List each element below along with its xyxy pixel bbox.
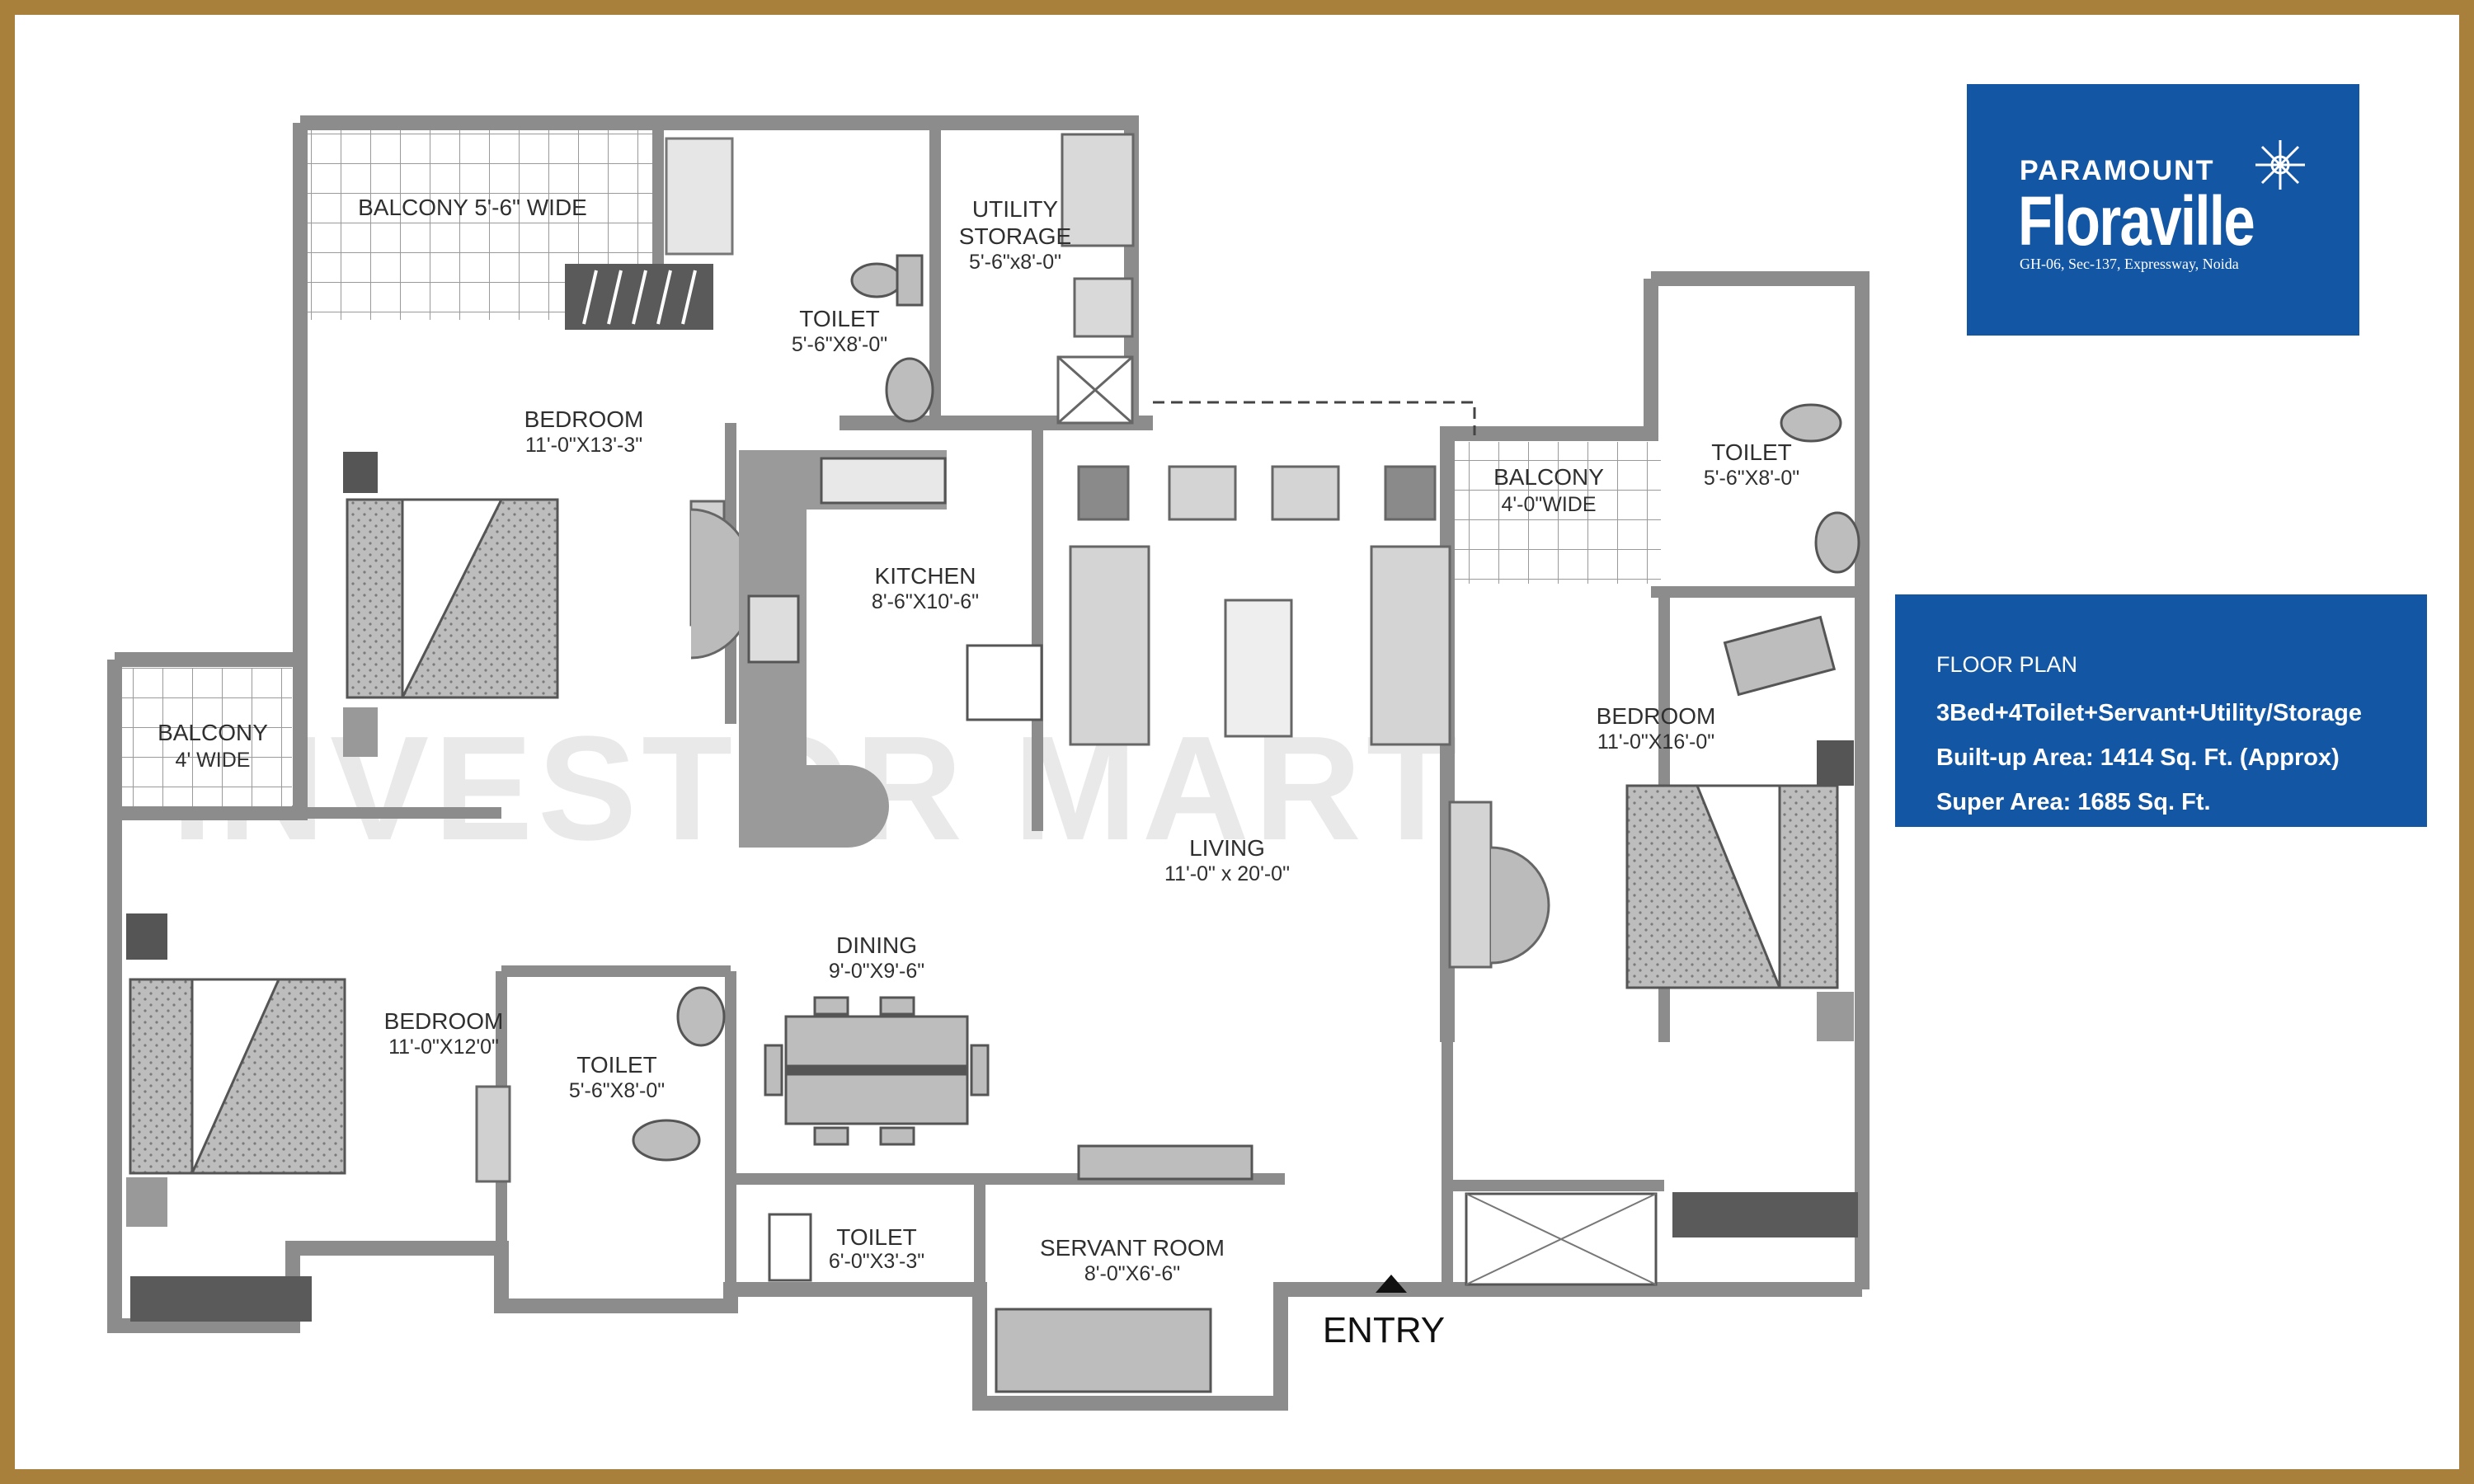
- floor-plan-drawing: INVESTOR MART BALCONY 5'-6" WIDE: [107, 115, 1870, 1411]
- dining-label: DINING: [836, 932, 917, 958]
- toilet-mid-size: 5'-6"X8'-0": [569, 1079, 665, 1102]
- project-address: GH-06, Sec-137, Expressway, Noida: [2020, 256, 2239, 272]
- railing-bottom-right: [1672, 1192, 1858, 1237]
- built-up-line: Built-up Area: 1414 Sq. Ft. (Approx): [1936, 744, 2340, 771]
- kitchen-label: KITCHEN: [875, 563, 976, 589]
- brand-logo-panel: PARAMOUNT Floraville GH-06, Sec-137, Exp…: [1967, 84, 2359, 336]
- toilet-top-fixtures: [850, 254, 934, 423]
- project-name: Floraville: [2018, 182, 2255, 260]
- floor-plan-info-panel: FLOOR PLAN 3Bed+4Toilet+Servant+Utility/…: [1895, 594, 2427, 827]
- servant-bed: [995, 1308, 1212, 1393]
- wardrobe-1: [689, 500, 756, 660]
- balcony-right-size: 4'-0"WIDE: [1501, 493, 1596, 516]
- living-furniture: [1069, 465, 1550, 969]
- bed-3: [1625, 615, 1854, 1041]
- dining-table: [764, 996, 990, 1146]
- entry-arrow: [1376, 1275, 1407, 1293]
- shaft-cross: [1465, 1193, 1657, 1285]
- console-unit: [1077, 1144, 1253, 1181]
- developer-name: PARAMOUNT: [2020, 155, 2215, 186]
- shower-top: [665, 137, 734, 256]
- railing-top-hatch: [582, 270, 697, 325]
- wardrobe-2: [475, 1085, 511, 1183]
- dining-size: 9'-0"X9'-6": [829, 960, 924, 983]
- dashed-projection: [1153, 401, 1476, 435]
- balcony-left-label: BALCONY: [158, 720, 268, 745]
- utility-label-2: STORAGE: [959, 223, 1071, 249]
- toilet-right-fixtures: [1780, 403, 1860, 574]
- kitchen-counter: [739, 450, 1043, 848]
- servant-room-label: SERVANT ROOM: [1040, 1235, 1225, 1261]
- config-line: 3Bed+4Toilet+Servant+Utility/Storage: [1936, 700, 2362, 726]
- balcony-left-size: 4' WIDE: [176, 749, 251, 772]
- toilet-servant-size: 6'-0"X3'-3": [829, 1250, 924, 1273]
- bed-2: [126, 913, 346, 1227]
- bed-1: [343, 452, 559, 757]
- bedroom-3-size: 11'-0"X16'-0": [1597, 730, 1714, 754]
- super-area-line: Super Area: 1685 Sq. Ft.: [1936, 789, 2211, 815]
- toilet-mid-label: TOILET: [576, 1052, 657, 1078]
- balcony-top-label: BALCONY 5'-6" WIDE: [358, 195, 587, 220]
- bedroom-2-label: BEDROOM: [384, 1008, 504, 1034]
- flower-logo-icon: [2255, 140, 2305, 190]
- railing-bottom-left: [130, 1276, 312, 1322]
- bedroom-3-label: BEDROOM: [1597, 703, 1716, 729]
- kitchen-size: 8'-6"X10'-6": [872, 590, 979, 613]
- floor-plan-frame: INVESTOR MART BALCONY 5'-6" WIDE: [15, 15, 2459, 1469]
- utility-size: 5'-6"x8'-0": [969, 251, 1061, 274]
- balcony-left-floor: [122, 668, 292, 806]
- balcony-right-floor: [1455, 442, 1661, 584]
- toilet-servant-label: TOILET: [836, 1224, 917, 1250]
- living-label: LIVING: [1189, 835, 1265, 861]
- servant-room-size: 8'-0"X6'-6": [1084, 1262, 1180, 1285]
- bedroom-1-size: 11'-0"X13'-3": [525, 434, 642, 457]
- toilet-right-size: 5'-6"X8'-0": [1704, 467, 1799, 490]
- toilet-right-label: TOILET: [1711, 439, 1792, 465]
- toilet-top-size: 5'-6"X8'-0": [792, 333, 887, 356]
- utility-fixtures: [1056, 133, 1135, 425]
- utility-label-1: UTILITY: [972, 196, 1059, 222]
- living-size: 11'-0" x 20'-0": [1164, 862, 1290, 885]
- bedroom-2-size: 11'-0"X12'0": [388, 1036, 499, 1059]
- servant-toilet-fixture: [768, 1213, 812, 1282]
- info-title: FLOOR PLAN: [1936, 652, 2078, 677]
- entry-label: ENTRY: [1323, 1310, 1445, 1350]
- toilet-mid-fixtures: [632, 986, 726, 1162]
- toilet-top-label: TOILET: [799, 306, 880, 331]
- bedroom-1-label: BEDROOM: [524, 406, 644, 432]
- balcony-right-label: BALCONY: [1493, 464, 1604, 490]
